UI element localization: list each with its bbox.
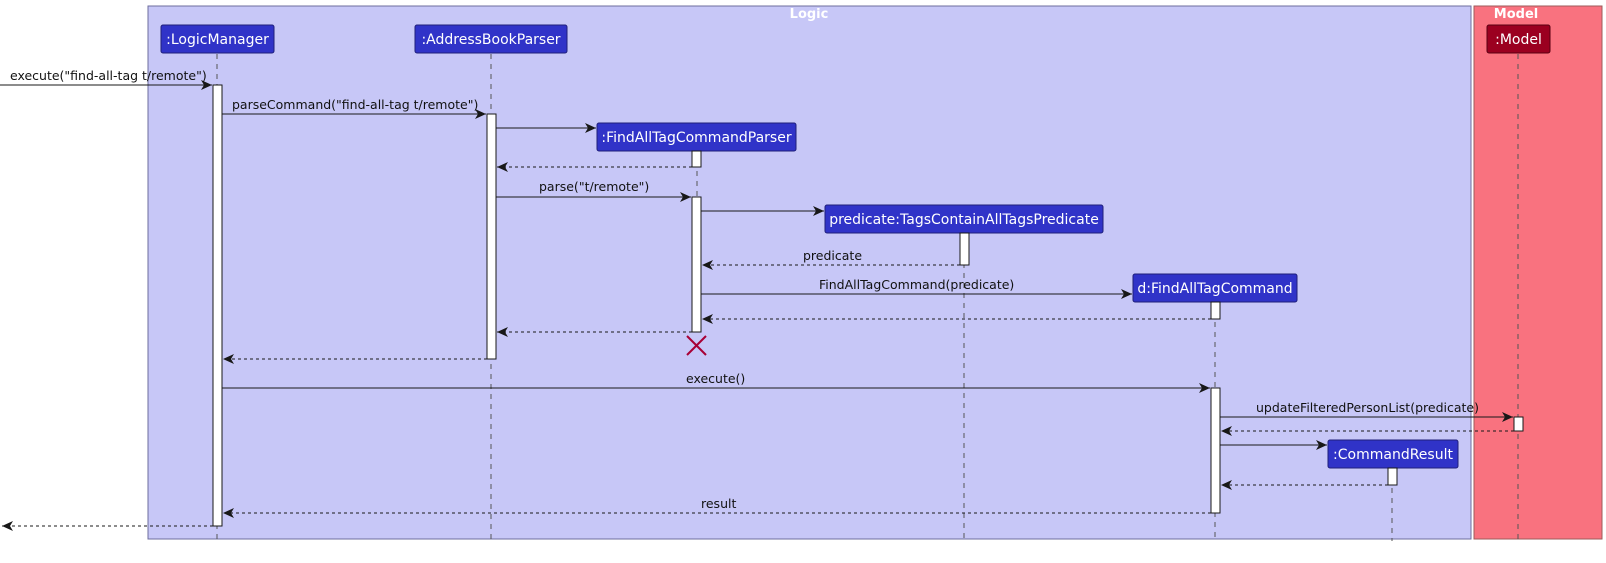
- participant-label: :LogicManager: [166, 32, 269, 48]
- message-label: parse("t/remote"): [539, 179, 649, 194]
- activation-predicate: [959, 232, 970, 266]
- participant-find-all-tag-command: d:FindAllTagCommand: [1132, 273, 1298, 303]
- participant-label: d:FindAllTagCommand: [1137, 281, 1292, 297]
- message-label: result: [701, 496, 736, 511]
- activation-command-create: [1210, 301, 1221, 320]
- activation-logic-manager: [212, 84, 223, 527]
- activation-parser-parse: [691, 196, 702, 333]
- message-label: execute("find-all-tag t/remote"): [10, 68, 207, 83]
- message-parse-command: parseCommand("find-all-tag t/remote"): [222, 97, 486, 119]
- activations: [212, 84, 1524, 527]
- participant-label: predicate:TagsContainAllTagsPredicate: [829, 212, 1099, 228]
- participant-label: :Model: [1495, 32, 1542, 48]
- activation-command-result: [1387, 467, 1398, 486]
- message-execute: execute(): [222, 371, 1210, 393]
- message-return-predicate: predicate: [702, 248, 960, 270]
- message-update-filtered-person-list: updateFilteredPersonList(predicate): [1220, 400, 1513, 422]
- activation-command-execute: [1210, 387, 1221, 514]
- logic-box-title: Logic: [790, 7, 829, 22]
- model-box: Model: [1473, 5, 1603, 540]
- participant-label: :CommandResult: [1333, 447, 1453, 463]
- message-parse: parse("t/remote"): [496, 179, 691, 202]
- message-label: execute(): [686, 371, 745, 386]
- participant-command-result: :CommandResult: [1327, 439, 1459, 469]
- participant-find-all-tag-command-parser: :FindAllTagCommandParser: [596, 122, 797, 152]
- participant-model: :Model: [1486, 24, 1551, 54]
- participant-logic-manager: :LogicManager: [160, 24, 275, 54]
- message-return-result: result: [223, 496, 1211, 518]
- message-label: FindAllTagCommand(predicate): [819, 277, 1014, 292]
- message-create-command: FindAllTagCommand(predicate): [701, 277, 1132, 299]
- participant-predicate: predicate:TagsContainAllTagsPredicate: [824, 204, 1104, 234]
- logic-box: Logic: [147, 5, 1472, 540]
- participant-label: :AddressBookParser: [421, 32, 560, 48]
- destroy-marker: [686, 335, 707, 356]
- activation-parser-create: [691, 150, 702, 168]
- model-box-title: Model: [1494, 7, 1538, 22]
- message-label: parseCommand("find-all-tag t/remote"): [232, 97, 478, 112]
- participant-address-book-parser: :AddressBookParser: [414, 24, 568, 54]
- message-label: updateFilteredPersonList(predicate): [1256, 400, 1479, 415]
- messages: execute("find-all-tag t/remote") parseCo…: [0, 68, 1514, 531]
- activation-model: [1513, 416, 1524, 432]
- message-execute-find-all-tag: execute("find-all-tag t/remote"): [0, 68, 212, 90]
- activation-address-book-parser: [486, 113, 497, 360]
- message-label: predicate: [803, 248, 862, 263]
- participant-label: :FindAllTagCommandParser: [601, 130, 791, 146]
